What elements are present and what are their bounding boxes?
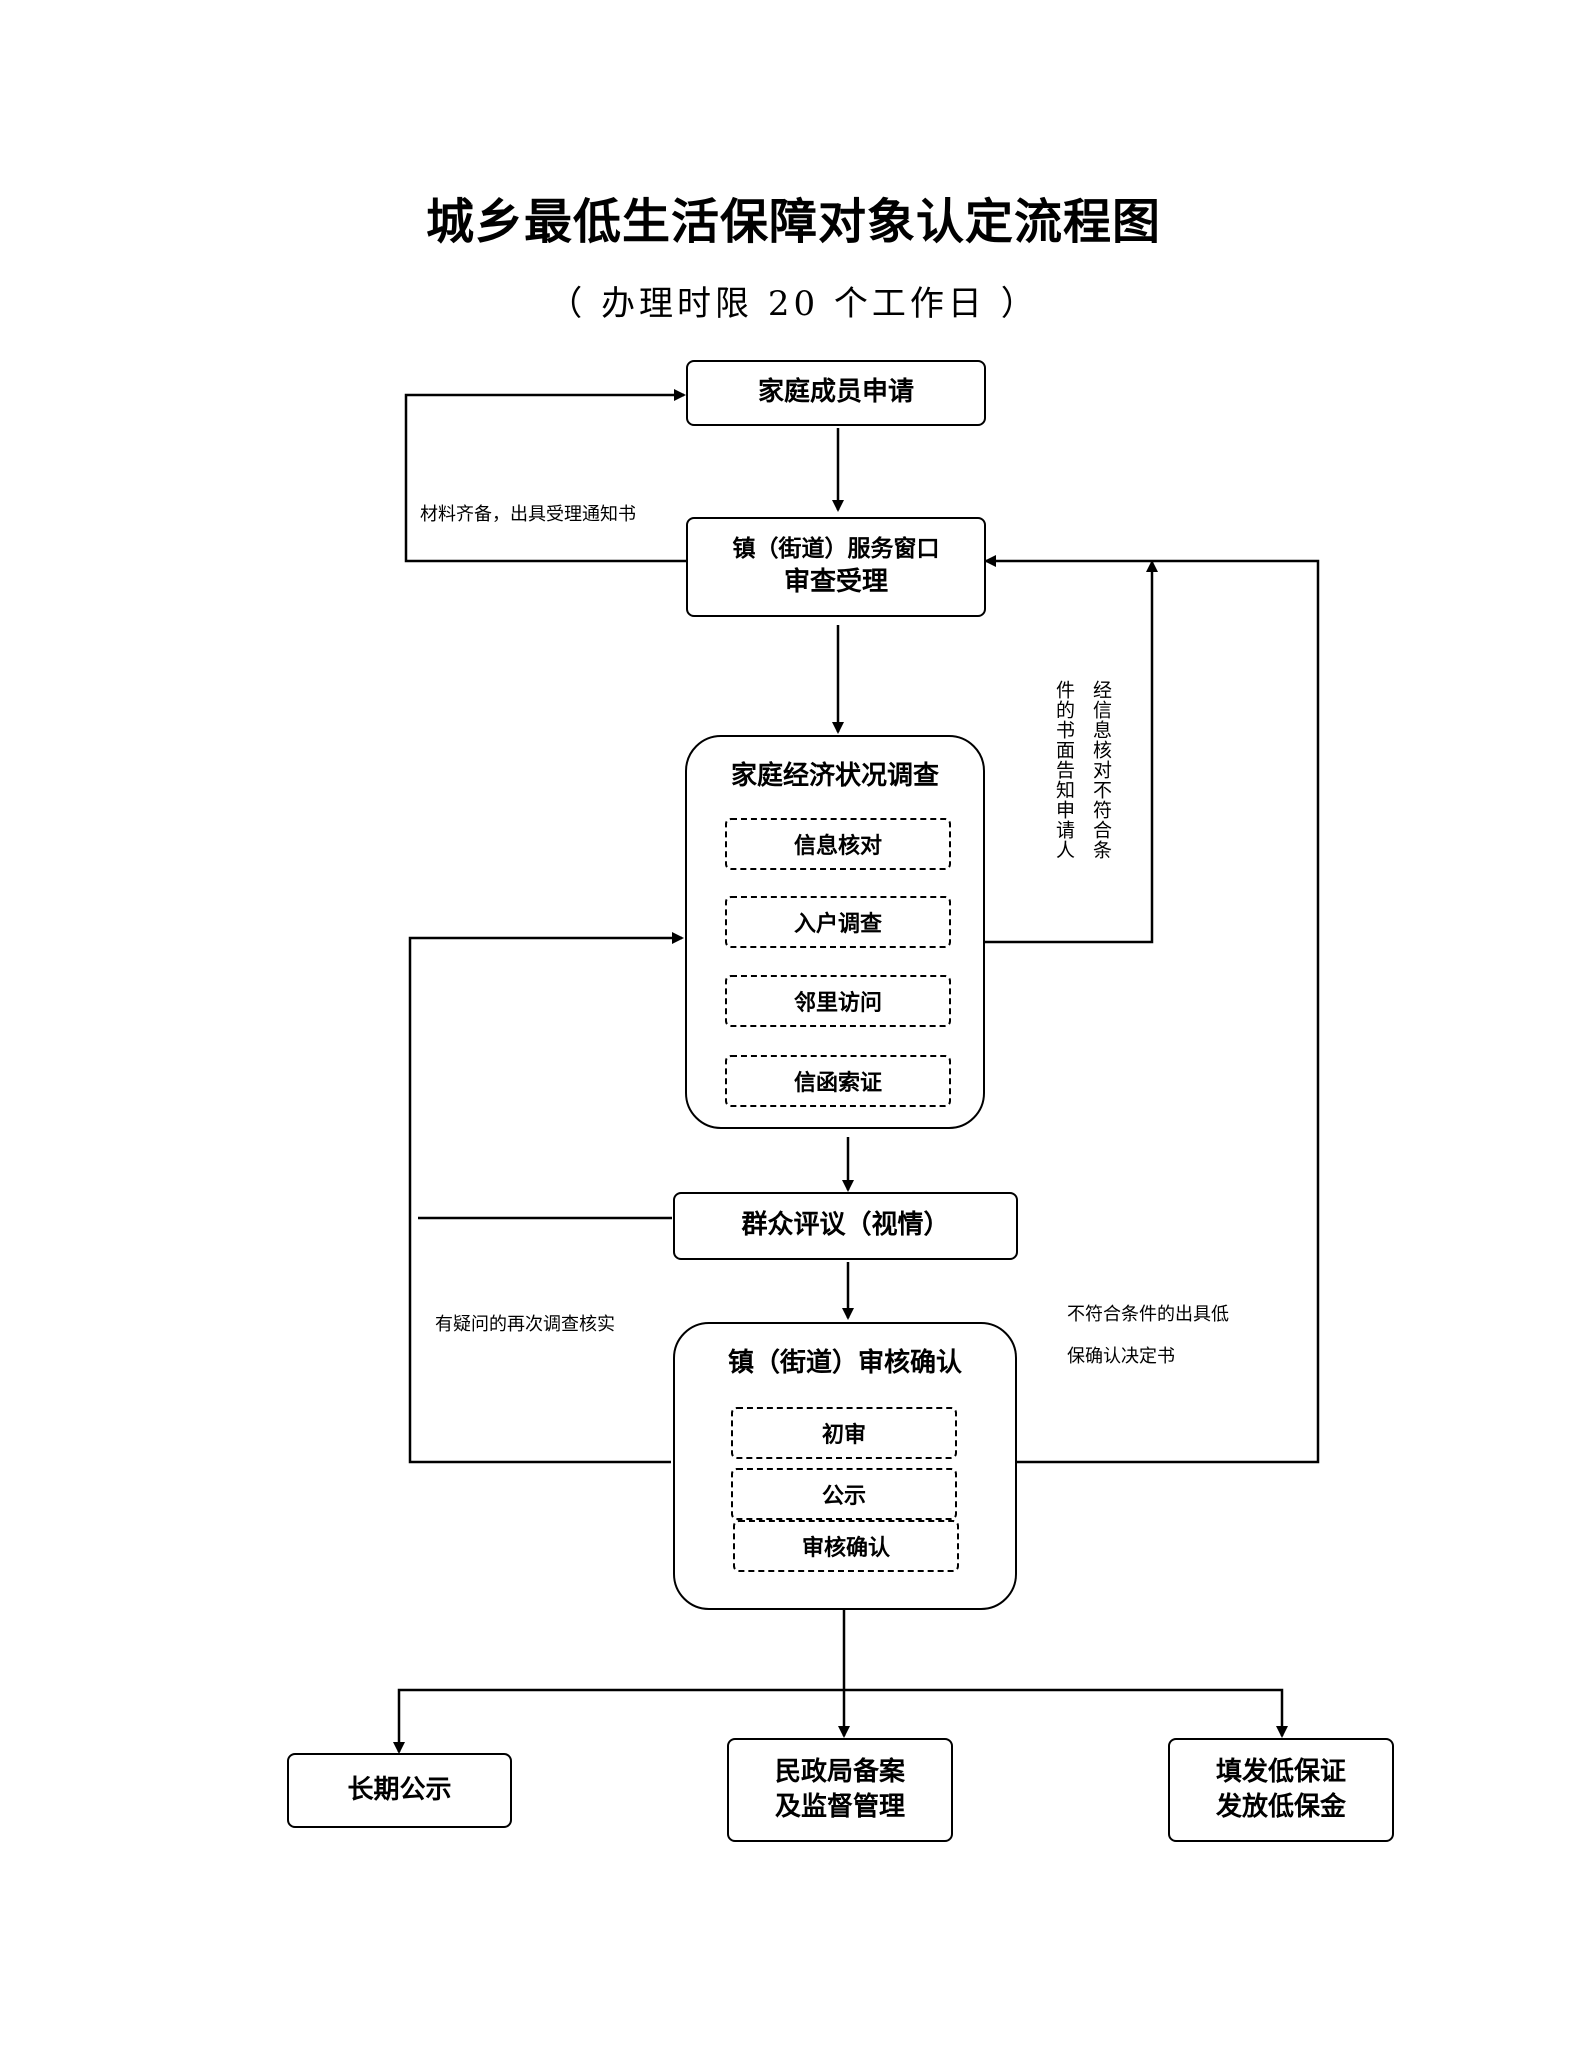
- survey-item-letter-evidence: 信函索证: [725, 1055, 951, 1107]
- bureau-box: 民政局备案 及监督管理: [727, 1738, 953, 1842]
- window-label-1: 镇（街道）服务窗口: [732, 535, 940, 562]
- bureau-label-2: 及监督管理: [774, 1792, 905, 1822]
- loop-window-to-apply: [404, 389, 686, 563]
- confirm-item-preliminary: 初审: [731, 1407, 957, 1459]
- publicize-box: 长期公示: [287, 1753, 512, 1828]
- note-reject-1: 不符合条件的出具低: [1067, 1304, 1229, 1325]
- review-label: 群众评议（视情）: [741, 1210, 950, 1241]
- page-title: 城乡最低生活保障对象认定流程图: [425, 194, 1161, 250]
- note-reject-2: 保确认决定书: [1067, 1346, 1175, 1367]
- survey-item-home-visit: 入户调查: [725, 896, 951, 948]
- branch-to-publicize: [393, 1688, 844, 1754]
- window-label-2: 审查受理: [783, 566, 888, 597]
- note-info-col-2: 件的书面告知申请人: [1053, 680, 1075, 860]
- apply-box: 家庭成员申请: [686, 360, 986, 426]
- issue-label-1: 填发低保证: [1215, 1756, 1346, 1787]
- survey-title: 家庭经济状况调查: [730, 761, 939, 791]
- issue-box: 填发低保证 发放低保金: [1168, 1738, 1394, 1842]
- apply-label: 家庭成员申请: [757, 377, 914, 408]
- confirm-item-approval: 审核确认: [733, 1520, 959, 1572]
- note-doubt: 有疑问的再次调查核实: [435, 1314, 615, 1335]
- note-info-col-1: 经信息核对不符合条: [1090, 680, 1112, 860]
- review-box: 群众评议（视情）: [673, 1192, 1018, 1260]
- loop-confirm-reject: [984, 555, 1320, 1464]
- note-materials: 材料齐备，出具受理通知书: [420, 504, 636, 525]
- survey-item-info-check: 信息核对: [725, 818, 951, 870]
- loop-confirm-to-survey: [408, 932, 684, 1464]
- survey-item-neighbor-visit: 邻里访问: [725, 975, 951, 1027]
- confirm-item-publicity: 公示: [731, 1468, 957, 1520]
- window-box: 镇（街道）服务窗口 审查受理: [686, 517, 986, 617]
- page-subtitle: （ 办理时限 20 个工作日 ）: [548, 284, 1039, 324]
- issue-label-2: 发放低保金: [1215, 1792, 1346, 1822]
- confirm-title: 镇（街道）审核确认: [727, 1348, 962, 1378]
- bureau-label-1: 民政局备案: [774, 1756, 905, 1787]
- loop-survey-info-reject: [985, 560, 1158, 944]
- publicize-label: 长期公示: [347, 1774, 452, 1805]
- branch-to-issue: [844, 1688, 1288, 1738]
